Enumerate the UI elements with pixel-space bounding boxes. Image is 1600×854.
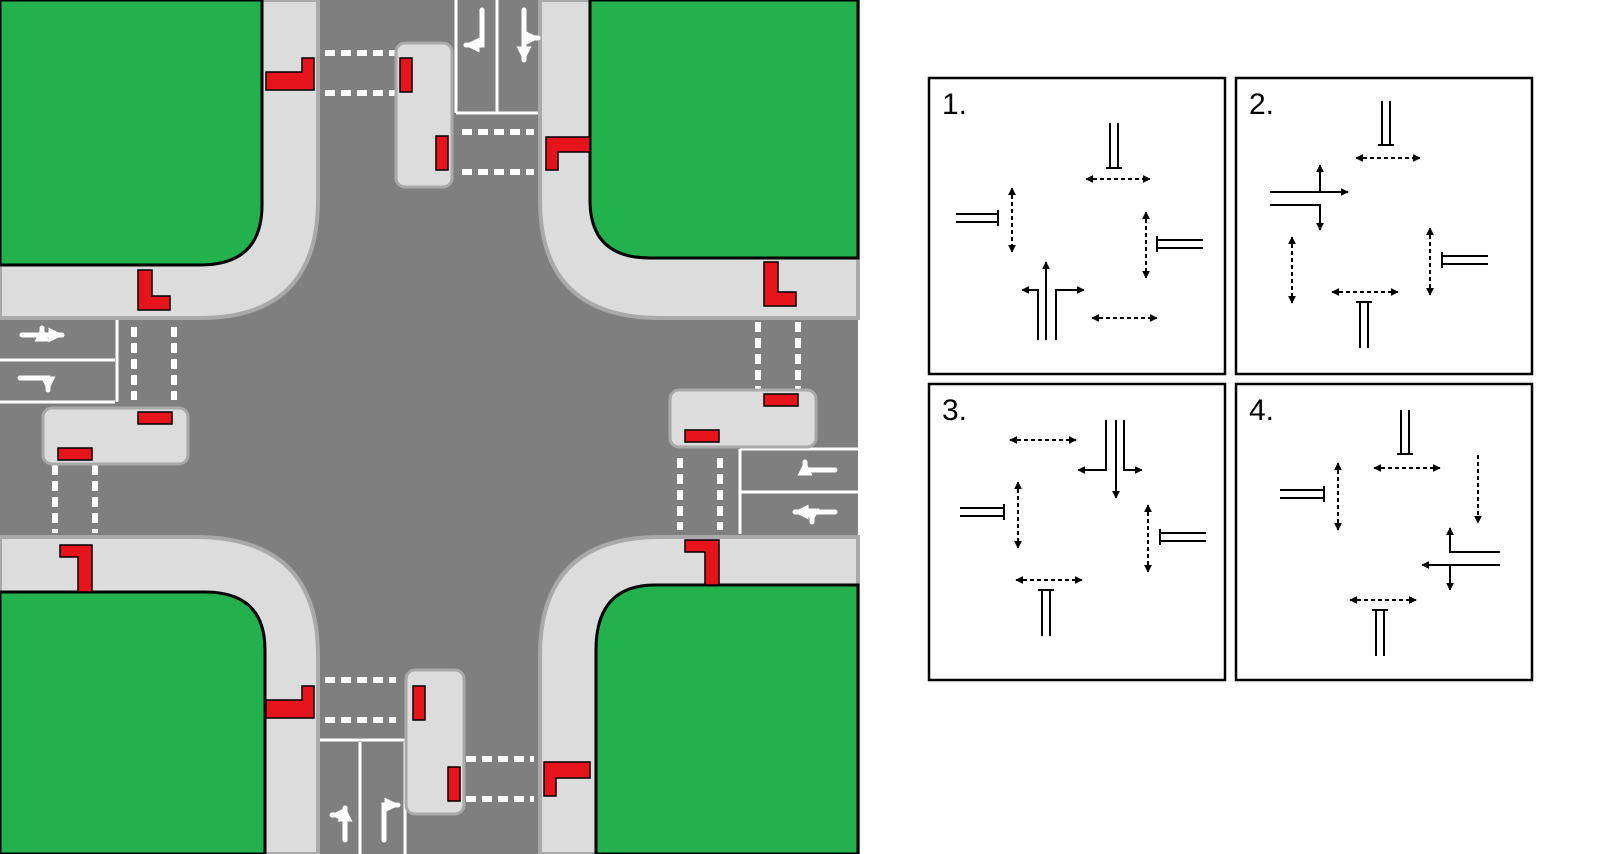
panel-2-label: 2. (1249, 88, 1275, 121)
panel-1-label: 1. (942, 88, 968, 121)
signal-post (763, 393, 799, 407)
signal-post (684, 429, 720, 443)
stop-bar-south (1372, 609, 1388, 656)
signal-post (137, 269, 171, 311)
panel-1-frame (927, 76, 1227, 376)
stop-bar-west (1280, 486, 1325, 502)
arrow-east-left (797, 459, 838, 476)
grass-ne (588, 0, 860, 260)
stop-bar-north (1378, 101, 1394, 146)
crosswalk-north (325, 50, 534, 175)
signal-post (265, 685, 315, 719)
stop-bar-east (1441, 252, 1488, 268)
stop-bar-west (956, 210, 999, 226)
phase-panels (927, 76, 1534, 682)
lane-arrows (17, 7, 838, 843)
stop-bar-west (960, 504, 1005, 520)
grass-nw (0, 0, 264, 267)
signal-post (137, 411, 173, 425)
arrow-north-left (463, 7, 485, 53)
signal-post (412, 685, 426, 721)
panel-3-phase (960, 420, 1206, 636)
signal-post (684, 539, 720, 586)
traffic-flow-arrow (1270, 204, 1324, 231)
stop-bar-east (1156, 236, 1203, 252)
stop-bar-north (1106, 123, 1122, 169)
traffic-flow-arrow (1021, 286, 1039, 340)
panel-2-frame (1234, 76, 1534, 376)
traffic-flow-arrow (1077, 420, 1107, 474)
signal-post (59, 544, 93, 593)
signal-post (435, 135, 449, 171)
signal-post (545, 136, 591, 171)
grass-sw (0, 590, 267, 854)
crosswalk-west (52, 327, 177, 533)
traffic-flow-arrow (1446, 527, 1500, 553)
crosswalk-south (325, 677, 534, 802)
stop-bar-east (1159, 529, 1206, 545)
arrow-south-right (381, 797, 401, 843)
panel-4-phase (1280, 410, 1500, 656)
signal-posts (57, 57, 799, 802)
signal-post (57, 447, 93, 461)
signal-post (763, 261, 797, 307)
signal-post (265, 57, 315, 91)
panel-2-phase (1270, 101, 1488, 348)
traffic-flow-arrow (1055, 286, 1085, 340)
signal-post (543, 761, 591, 797)
stop-bar-south (1038, 589, 1054, 636)
stop-bar-south (1356, 301, 1372, 348)
traffic-flow-arrow (1123, 420, 1143, 474)
panel-3-label: 3. (942, 394, 968, 427)
grass-se (594, 583, 860, 854)
signal-post (447, 766, 461, 802)
stop-bar-north (1397, 410, 1413, 455)
panel-4-label: 4. (1249, 394, 1275, 427)
panel-1-phase (956, 123, 1203, 340)
signal-post (399, 57, 413, 93)
crosswalk-east (677, 322, 801, 530)
road-map (0, 0, 860, 854)
arrow-west-right (17, 375, 56, 393)
